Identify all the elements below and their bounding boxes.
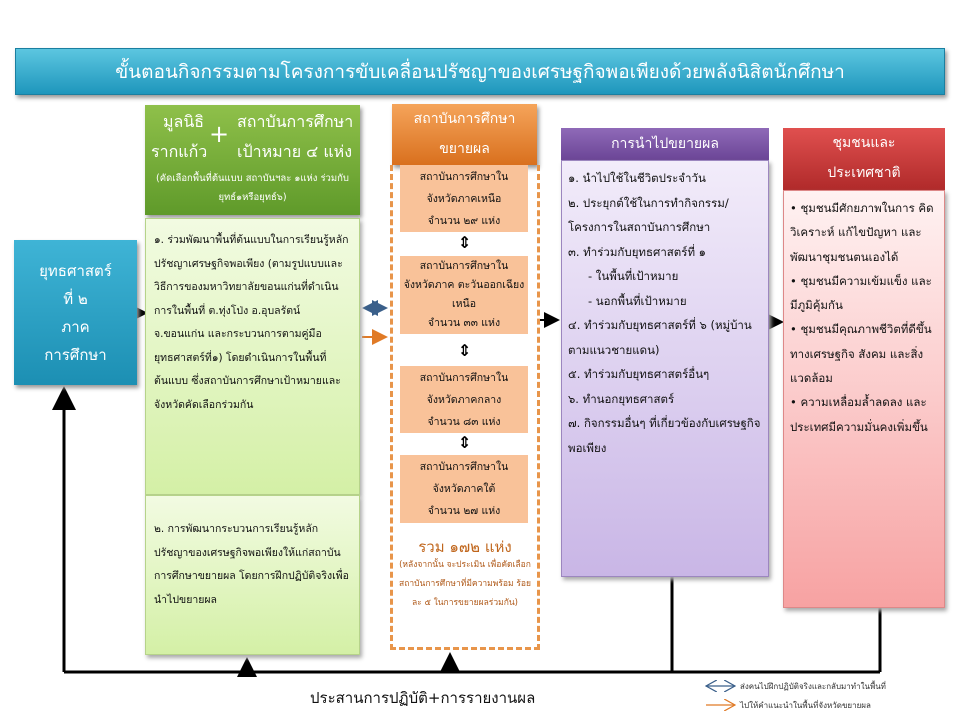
double-arrow-icon: ⇕ xyxy=(458,433,472,452)
list-item: • ชุมชนมีศักยภาพในการ คิดวิเคราะห์ แก้ไข… xyxy=(790,201,934,264)
strategy-line: ยุทธศาสตร์ xyxy=(39,261,112,280)
selection-note: (คัดเลือกพื้นที่ต้นแบบ สถาบันฯละ ๑แห่ง ร… xyxy=(156,173,349,203)
legend-orange: ไปให้คำแนะนำในพื้นที่จังหวัดขยายผล xyxy=(740,701,871,710)
expansion-header-line: สถาบันการศึกษา xyxy=(413,111,516,127)
region-box-north: สถาบันการศึกษาในจังหวัดภาคเหนือจำนวน ๒๙ … xyxy=(400,165,528,232)
strategy-line: ที่ ๒ xyxy=(63,289,88,308)
institution-label: สถาบันการศึกษา xyxy=(237,112,354,131)
list-item: • ความเหลื่อมล้ำลดลง และประเทศมีความมั่น… xyxy=(790,395,928,434)
region-count: จำนวน ๓๓ แห่ง xyxy=(427,317,501,329)
region-box-south: สถาบันการศึกษาในจังหวัดภาคใต้จำนวน ๒๗ แห… xyxy=(400,455,528,523)
application-list: ๑. นำไปใช้ในชีวิตประจำวัน ๒. ประยุกต์ใช้… xyxy=(561,160,769,577)
institution-label: เป้าหมาย ๔ แห่ง xyxy=(237,142,353,161)
list-item: • ชุมชนมีคุณภาพชีวิตที่ดีขึ้นทางเศรษฐกิจ… xyxy=(790,322,932,386)
list-item: - ในพื้นที่เป้าหมาย xyxy=(588,269,679,283)
foundation-header: มูลนิธิ รากแก้ว + สถาบันการศึกษา เป้าหมา… xyxy=(145,105,360,215)
list-item: ๓. ทำร่วมกับยุทธศาสตร์ที่ ๑ xyxy=(568,244,706,259)
green-item-2: ๒. การพัฒนากระบวนการเรียนรู้หลักปรัชญาขอ… xyxy=(145,495,360,655)
region-line: สถาบันการศึกษาใน xyxy=(419,260,509,272)
region-box-central: สถาบันการศึกษาในจังหวัดภาคกลางจำนวน ๘๓ แ… xyxy=(400,366,528,433)
foundation-label: รากแก้ว xyxy=(151,142,208,161)
green-item-1: ๑. ร่วมพัฒนาพื้นที่ต้นแบบในการเรียนรู้หล… xyxy=(145,218,360,495)
foundation-label: มูลนิธิ xyxy=(163,112,205,131)
plus-sign: + xyxy=(209,120,230,148)
region-line: จังหวัดภาคเหนือ xyxy=(426,192,502,205)
strategy-box: ยุทธศาสตร์ ที่ ๒ ภาค การศึกษา xyxy=(14,240,137,385)
region-line: สถาบันการศึกษาใน xyxy=(419,371,509,384)
coordination-label: ประสานการปฏิบัติ+การรายงานผล xyxy=(310,689,536,707)
list-item: ๑. นำไปใช้ในชีวิตประจำวัน xyxy=(568,171,706,185)
outcome-header-line: ชุมชนและ xyxy=(832,135,896,151)
region-line: จังหวัดภาค ตะวันออกเฉียงเหนือ xyxy=(403,279,525,310)
list-item: • ชุมชนมีความเข้มแข็ง และมีภูมิคุ้มกัน xyxy=(790,273,932,313)
list-item: ๗. กิจกรรมอื่นๆ ที่เกี่ยวข้องกับเศรษฐกิจ… xyxy=(568,416,761,455)
region-count: จำนวน ๒๙ แห่ง xyxy=(427,214,501,227)
legend-blue: ส่งคนไปฝึกปฏิบัติจริงและกลับมาทำในพื้นที… xyxy=(740,682,886,691)
outcome-header: ชุมชนและ ประเทศชาติ xyxy=(783,128,945,190)
diagram-title: ขั้นตอนกิจกรรมตามโครงการขับเคลื่อนปรัชญา… xyxy=(15,48,945,95)
list-item: - นอกพื้นที่เป้าหมาย xyxy=(588,293,687,308)
outcome-list: • ชุมชนมีศักยภาพในการ คิดวิเคราะห์ แก้ไข… xyxy=(783,190,945,608)
region-line: จังหวัดภาคกลาง xyxy=(426,393,502,406)
double-arrow-icon: ⇕ xyxy=(458,233,472,252)
total-note: (หลังจากนั้น จะประเมิน เพื่อคัดเลือกสถาบ… xyxy=(399,560,531,608)
strategy-line: ภาค xyxy=(61,317,90,336)
region-box-northeast: สถาบันการศึกษาในจังหวัดภาค ตะวันออกเฉียง… xyxy=(400,256,528,334)
region-line: สถาบันการศึกษาใน xyxy=(419,461,509,473)
region-count: จำนวน ๒๗ แห่ง xyxy=(427,505,501,517)
list-item: ๕. ทำร่วมกับยุทธศาสตร์อื่นๆ xyxy=(568,367,710,381)
total-count: รวม ๑๗๒ แห่ง xyxy=(418,538,512,556)
list-item: ๔. ทำร่วมกับยุทธศาสตร์ที่ ๖ (หมู่บ้านตาม… xyxy=(568,318,752,357)
strategy-line: การศึกษา xyxy=(44,345,107,364)
expansion-header: สถาบันการศึกษา ขยายผล xyxy=(392,104,537,165)
expansion-container xyxy=(390,165,540,650)
region-line: สถาบันการศึกษาใน xyxy=(419,170,509,183)
list-item: ๒. ประยุกต์ใช้ในการทำกิจกรรม/ โครงการในส… xyxy=(568,195,729,235)
expansion-header-line: ขยายผล xyxy=(439,141,490,157)
outcome-header-line: ประเทศชาติ xyxy=(827,165,901,181)
list-item: ๖. ทำนอกยุทธศาสตร์ xyxy=(568,391,675,406)
region-count: จำนวน ๘๓ แห่ง xyxy=(427,415,501,428)
double-arrow-icon: ⇕ xyxy=(458,341,472,360)
application-header: การนำไปขยายผล xyxy=(561,128,769,160)
region-line: จังหวัดภาคใต้ xyxy=(432,483,496,495)
